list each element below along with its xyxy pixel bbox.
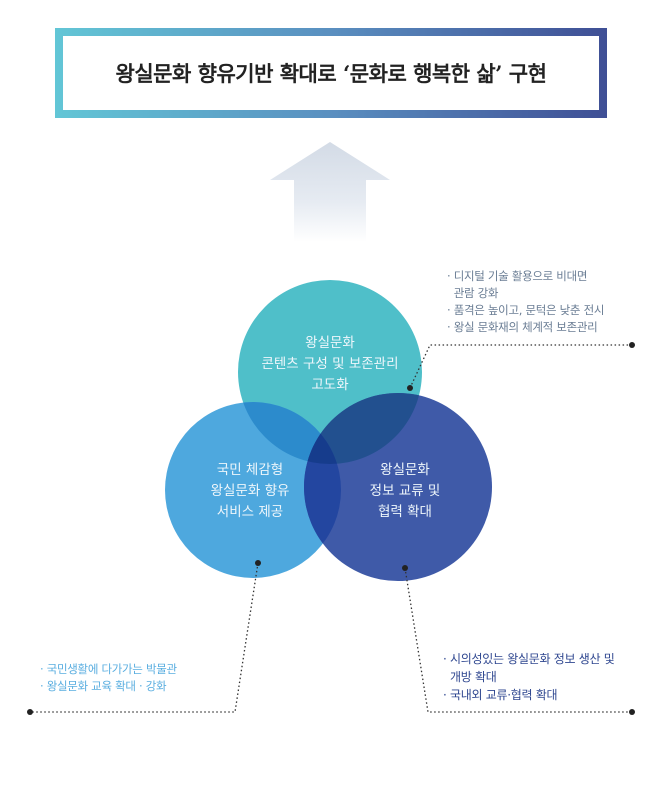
circle-right-label: 왕실문화 정보 교류 및 협력 확대 [340,460,470,523]
note-line: · 국민생활에 다가가는 박물관 [40,662,177,676]
label-line: 국민 체감형 [216,462,284,478]
overlap-top-right [304,393,422,464]
connector-right [404,567,632,713]
note-line: 개방 확대 [443,670,497,684]
note-line: · 국내외 교류·협력 확대 [443,688,558,702]
label-line: 서비스 제공 [216,504,284,520]
note-right: · 시의성있는 왕실문화 정보 생산 및 개방 확대 · 국내외 교류·협력 확… [443,650,615,704]
circle-top-label: 왕실문화 콘텐츠 구성 및 보존관리 고도화 [240,333,420,396]
note-top: · 디지털 기술 활용으로 비대면 관람 강화 · 품격은 높이고, 문턱은 낮… [447,268,604,336]
label-line: 콘텐츠 구성 및 보존관리 [261,356,399,372]
note-line: · 디지털 기술 활용으로 비대면 [447,269,588,283]
connector-dot [629,709,635,715]
note-line: · 왕실문화 교육 확대 · 강화 [40,679,167,693]
note-line: 관람 강화 [447,286,499,300]
label-line: 고도화 [311,377,349,393]
label-line: 왕실문화 [380,462,430,478]
connector-top [409,344,632,389]
up-arrow-icon [270,142,390,242]
note-line: · 시의성있는 왕실문화 정보 생산 및 [443,652,615,666]
overlap-top-left [238,402,341,464]
connector-dot [629,342,635,348]
connector-dot [27,709,33,715]
title-banner: 왕실문화 향유기반 확대로 ‘문화로 행복한 삶’ 구현 [55,28,607,118]
note-left: · 국민생활에 다가가는 박물관 · 왕실문화 교육 확대 · 강화 [40,661,177,695]
note-line: · 왕실 문화재의 체계적 보존관리 [447,320,598,334]
label-line: 협력 확대 [378,504,432,520]
label-line: 왕실문화 향유 [210,483,290,499]
note-line: · 품격은 높이고, 문턱은 낮춘 전시 [447,303,605,317]
connector-dot [407,385,413,391]
label-line: 정보 교류 및 [369,483,441,499]
connector-dot [255,560,261,566]
connector-dot [402,565,408,571]
circle-left-label: 국민 체감형 왕실문화 향유 서비스 제공 [180,460,320,523]
label-line: 왕실문화 [305,335,355,351]
banner-title: 왕실문화 향유기반 확대로 ‘문화로 행복한 삶’ 구현 [115,61,547,86]
